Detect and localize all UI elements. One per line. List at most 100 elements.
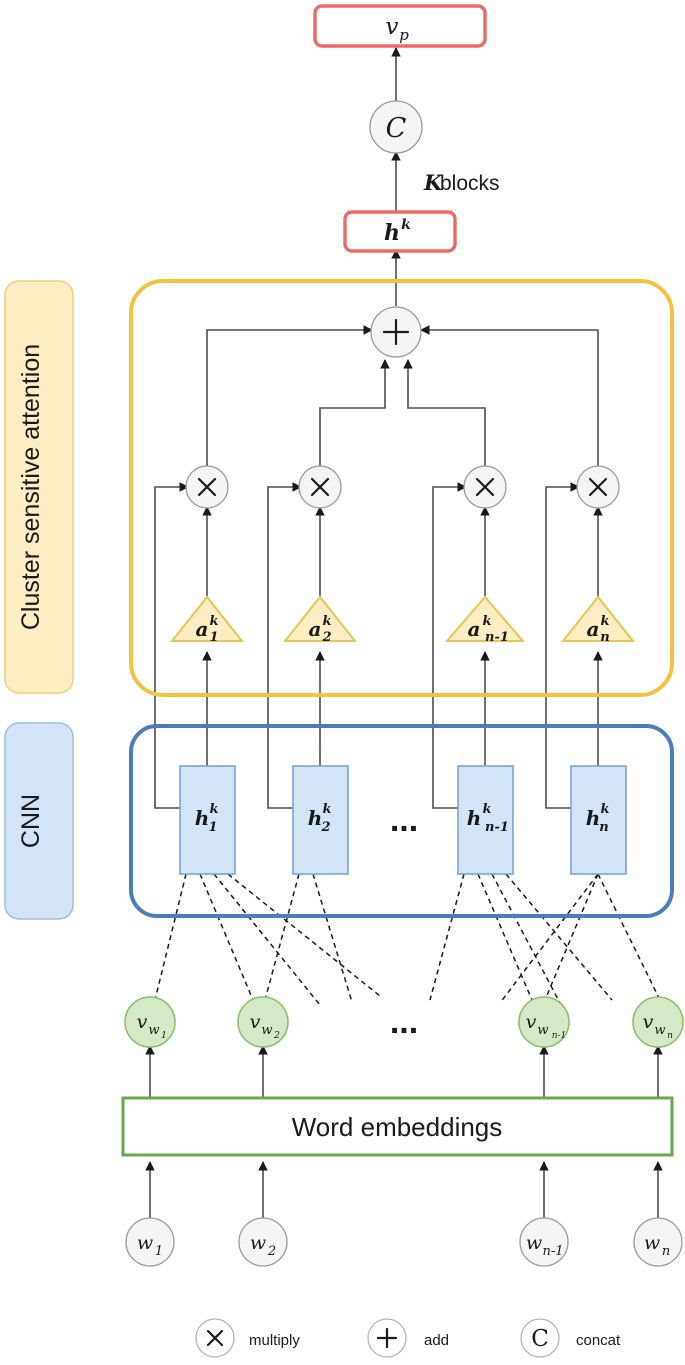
edges-cnn-to-attention: [202, 651, 603, 766]
legend-label-multiply: multiply: [249, 1332, 300, 1349]
embedding-sub-3: w: [537, 1023, 548, 1038]
word-node-1: w 1: [125, 1217, 175, 1267]
cnn-sub-3: n-1: [485, 820, 509, 835]
k-blocks-italic: K: [423, 170, 443, 195]
embedding-subsub-1: 1: [161, 1031, 167, 1041]
edges-words-to-embeddings: [145, 1161, 663, 1219]
embedding-base-1: v: [137, 1011, 148, 1033]
attention-sup-4: k: [600, 614, 609, 629]
cnn-sup-4: k: [600, 802, 609, 817]
embedding-base-4: v: [643, 1011, 654, 1033]
attention-triangle-4: a k n: [560, 595, 636, 645]
block-output-box: h k: [343, 210, 457, 253]
cnn-block-4: h k n: [570, 765, 627, 875]
attention-sup-2: k: [322, 614, 331, 629]
edges-residual-to-multiply: [154, 482, 580, 809]
legend-label-add: add: [424, 1332, 449, 1349]
vp-box: [313, 4, 487, 48]
attention-base-4: a: [587, 617, 600, 641]
cnn-sub-4: n: [599, 820, 608, 835]
multiply-node-3: [463, 465, 507, 509]
cnn-label-box: [4, 722, 74, 920]
add-node: [370, 306, 422, 358]
word-node-2: w 2: [238, 1217, 288, 1267]
edges-conv-dashed: [154, 873, 661, 1006]
cnn-sup-2: k: [322, 802, 331, 817]
concat-node: C: [369, 100, 423, 154]
cnn-base-4: h: [586, 806, 601, 830]
attention-base-3: a: [468, 617, 481, 641]
attention-triangle-3: a k n-1: [444, 595, 526, 645]
attention-sub-4: n: [600, 630, 609, 645]
word-sub-4: n: [662, 1244, 670, 1259]
word-embeddings-label: Word embeddings: [292, 1112, 503, 1142]
attention-sup-3: k: [482, 614, 491, 629]
embedding-vector-2: v w 2: [237, 996, 289, 1048]
embedding-sub-2: w: [261, 1023, 272, 1038]
attention-triangle-1: a k 1: [169, 595, 245, 645]
cnn-block-3: h k n-1: [457, 765, 514, 875]
vp-subscript: p: [399, 26, 409, 44]
cnn-label-text: CNN: [17, 794, 45, 848]
embedding-base-2: v: [250, 1011, 261, 1033]
multiply-node-1: [185, 465, 229, 509]
k-blocks-rest: blocks: [440, 172, 500, 195]
attention-base-1: a: [196, 617, 209, 641]
embedding-vector-1: v w 1: [124, 996, 176, 1048]
embedding-sub-1: w: [148, 1023, 159, 1038]
attention-sub-3: n-1: [485, 630, 509, 645]
attention-base-2: a: [309, 617, 322, 641]
embedding-base-3: v: [526, 1011, 537, 1033]
edges-attention-to-multiply: [202, 506, 603, 603]
vp-base: v: [386, 14, 399, 40]
concat-icon-glyph: C: [531, 1326, 549, 1352]
attention-label-text: Cluster sensitive attention: [17, 344, 45, 630]
hk-superscript: k: [401, 217, 411, 233]
multiply-node-4: [576, 465, 620, 509]
word-node-4: w n: [633, 1217, 683, 1267]
embedding-vector-3: v w n-1: [518, 996, 570, 1048]
attention-sup-1: k: [209, 614, 218, 629]
word-base-3: w: [526, 1232, 542, 1254]
attention-triangle-2: a k 2: [282, 595, 358, 645]
attention-label-box: [4, 280, 74, 694]
cnn-ellipsis: ...: [390, 801, 418, 839]
output-vector-box: v p: [313, 4, 487, 48]
legend-item-concat: C concat: [520, 1318, 621, 1358]
legend-item-add: add: [367, 1318, 449, 1358]
edges-embeddings-to-vectors: [145, 1045, 663, 1098]
cnn-container: [129, 724, 674, 918]
embedding-subsub-3: n-1: [552, 1031, 567, 1041]
concat-glyph: C: [386, 113, 407, 144]
hk-base: h: [384, 220, 400, 246]
attention-sub-1: 1: [209, 630, 218, 645]
word-sub-1: 1: [155, 1244, 163, 1259]
sidebar-item-attention: Cluster sensitive attention: [4, 280, 74, 694]
word-sub-2: 2: [267, 1244, 276, 1259]
attention-container: [129, 279, 674, 697]
legend-item-multiply: multiply: [195, 1318, 300, 1358]
word-base-4: w: [644, 1232, 660, 1254]
word-sub-3: n-1: [542, 1244, 563, 1259]
embedding-vector-4: v w n: [632, 996, 684, 1048]
word-embeddings-box: Word embeddings: [121, 1096, 674, 1157]
word-base-2: w: [250, 1232, 266, 1254]
cnn-sup-1: k: [209, 802, 218, 817]
add-glyph-shape: [382, 318, 410, 346]
legend-label-concat: concat: [576, 1332, 621, 1349]
concat-icon: [520, 1318, 560, 1358]
cnn-block-2: h k 2: [292, 765, 349, 875]
k-blocks-caption: K blocks: [423, 170, 500, 195]
cnn-base-3: h: [467, 806, 482, 830]
sidebar-item-cnn: CNN: [4, 722, 74, 920]
legend: multiply add C concat: [195, 1318, 621, 1358]
word-node-3: w n-1: [519, 1217, 569, 1267]
cnn-sub-2: 2: [320, 820, 330, 835]
embedding-ellipsis: ...: [390, 1003, 418, 1041]
attention-sub-2: 2: [321, 630, 331, 645]
multiply-node-2: [298, 465, 342, 509]
edges-multiply-to-add: [206, 325, 599, 467]
hk-box: [343, 210, 457, 253]
cnn-base-1: h: [195, 806, 210, 830]
